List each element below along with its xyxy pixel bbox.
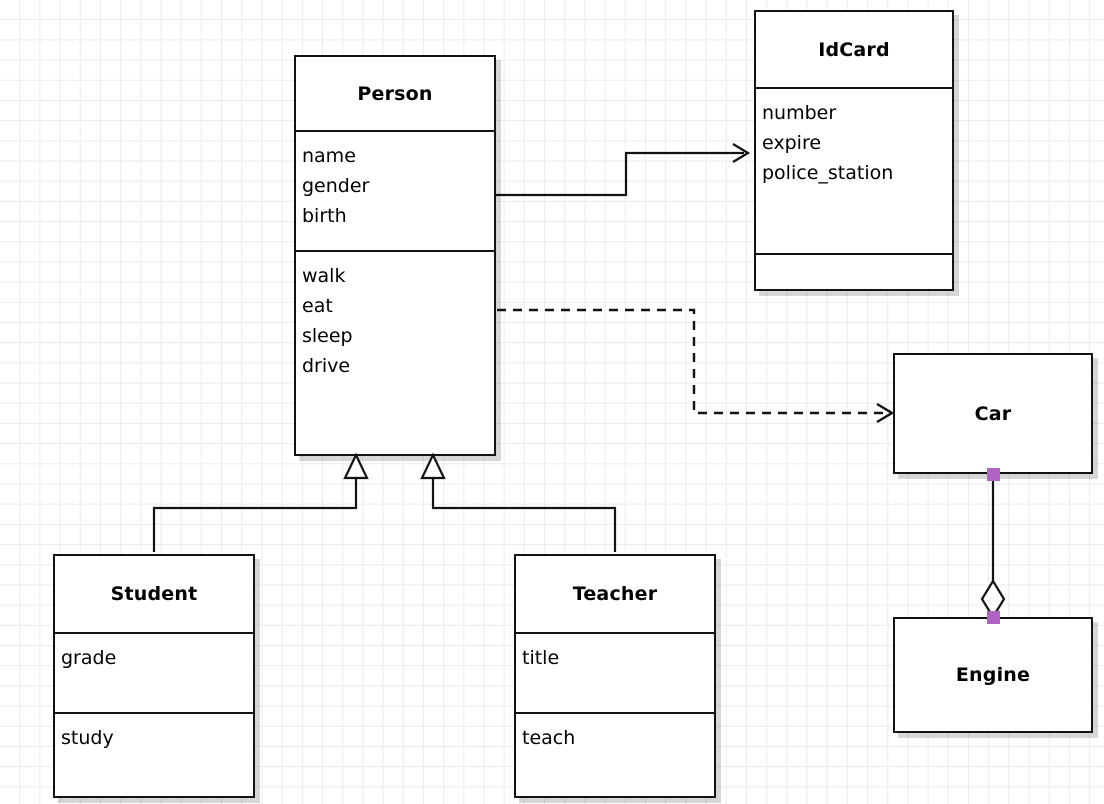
connector-student-person[interactable] <box>152 452 369 552</box>
class-name-car: Car <box>974 402 1012 425</box>
connector-teacher-person[interactable] <box>420 452 617 552</box>
hollow-triangle-icon <box>343 452 369 480</box>
attribute-item: grade <box>61 647 117 669</box>
class-box-car[interactable]: Car <box>893 353 1093 474</box>
connector-person-car[interactable] <box>497 308 895 424</box>
attribute-item: title <box>522 647 560 669</box>
class-name-engine: Engine <box>955 664 1031 686</box>
attribute-item: birth <box>302 205 347 227</box>
connection-handle-source[interactable] <box>987 468 1000 481</box>
class-box-idcard[interactable]: IdCard number expire police_station <box>754 10 954 291</box>
class-box-engine[interactable]: Engine <box>893 617 1093 733</box>
connector-person-idcard[interactable] <box>496 143 751 197</box>
class-methods-idcard <box>756 253 952 289</box>
class-methods-student: study <box>55 712 253 796</box>
class-attributes-idcard: number expire police_station <box>756 87 952 253</box>
method-item: eat <box>302 295 333 317</box>
class-name-person: Person <box>357 82 433 105</box>
connection-handle-target[interactable] <box>987 611 1000 624</box>
connector-car-engine[interactable] <box>980 474 1006 620</box>
class-attributes-teacher: title <box>516 632 714 712</box>
attribute-item: number <box>762 102 837 124</box>
class-name-idcard: IdCard <box>818 38 890 61</box>
class-name-teacher: Teacher <box>572 583 658 605</box>
method-item: teach <box>522 727 576 749</box>
class-methods-person: walk eat sleep drive <box>296 250 494 454</box>
class-methods-teacher: teach <box>516 712 714 796</box>
method-item: sleep <box>302 325 353 347</box>
attribute-item: gender <box>302 175 370 197</box>
method-item: walk <box>302 265 346 287</box>
class-attributes-person: name gender birth <box>296 130 494 250</box>
class-box-teacher[interactable]: Teacher title teach <box>514 554 716 798</box>
attribute-item: name <box>302 145 356 167</box>
class-name-student: Student <box>110 583 198 605</box>
method-item: study <box>61 727 114 749</box>
hollow-triangle-icon <box>420 452 446 480</box>
attribute-item: police_station <box>762 162 894 184</box>
class-box-person[interactable]: Person name gender birth walk eat sleep … <box>294 55 496 456</box>
class-box-student[interactable]: Student grade study <box>53 554 255 798</box>
attribute-item: expire <box>762 132 822 154</box>
method-item: drive <box>302 355 351 377</box>
class-attributes-student: grade <box>55 632 253 712</box>
